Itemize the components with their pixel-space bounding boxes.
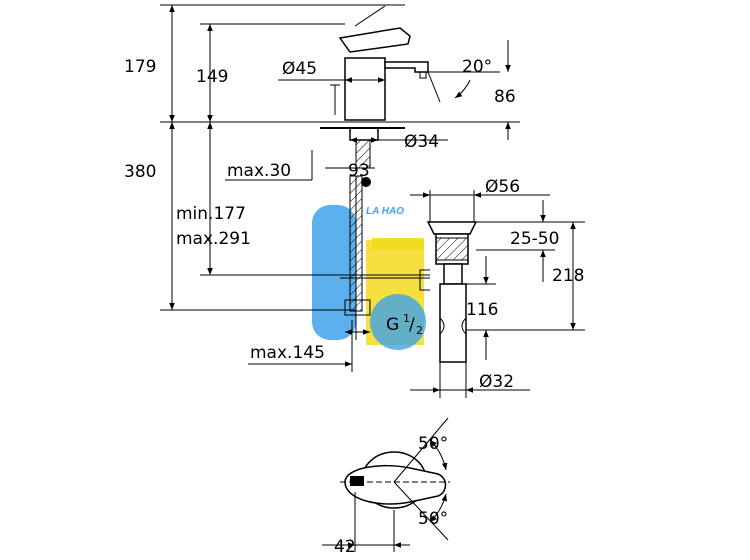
dim-d56: Ø56	[410, 177, 550, 222]
dim-angle-50-top: 50°	[418, 434, 448, 471]
dim-max30: max.30	[225, 150, 313, 181]
supply-hose	[344, 175, 371, 340]
dim-25-50-label: 25-50	[510, 229, 559, 249]
dim-380: 380	[124, 122, 355, 311]
dim-min177-label: min.177	[176, 204, 246, 224]
watermark-text: LA HAO	[366, 206, 404, 217]
lever-plan-view	[340, 417, 450, 541]
dim-angle-20-label: 20°	[462, 57, 492, 77]
dim-179-label: 179	[124, 57, 156, 77]
dim-d32: Ø32	[410, 362, 530, 398]
dim-angle-20: 20°	[427, 57, 500, 103]
dim-218: 218	[466, 222, 585, 331]
dim-g-thread: G 1 / 2	[345, 312, 423, 337]
dim-d45: Ø45	[278, 59, 385, 83]
dim-380-label: 380	[124, 162, 156, 182]
dim-d34-label: Ø34	[404, 132, 439, 152]
dim-218-label: 218	[552, 266, 584, 286]
dim-25-50: 25-50	[476, 200, 585, 282]
dim-g-base-label: G	[386, 315, 399, 335]
dim-116: 116	[462, 256, 498, 360]
dim-max145: max.145	[248, 320, 353, 372]
faucet-elevation	[330, 5, 429, 169]
dim-179: 179	[124, 4, 405, 122]
dim-g-slash: /	[409, 315, 415, 335]
dim-g-den-label: 2	[416, 324, 423, 337]
dim-max291-label: max.291	[176, 229, 251, 249]
dim-149-label: 149	[196, 67, 228, 87]
dim-d56-label: Ø56	[485, 177, 520, 197]
dim-d34: Ø34	[350, 132, 448, 152]
dim-g-num-label: 1	[403, 312, 410, 325]
dim-angle-50-top-label: 50°	[418, 434, 448, 454]
dim-149: 149	[196, 23, 345, 122]
drain-assembly	[340, 221, 478, 363]
dim-86: 86	[494, 40, 516, 140]
dim-116-label: 116	[466, 300, 498, 320]
dim-86-label: 86	[494, 87, 516, 107]
watermark-logo: LA HAO	[312, 205, 426, 350]
dim-angle-50-bottom: 50°	[418, 493, 448, 529]
dim-42-label: 42	[334, 537, 356, 557]
dim-42: 42	[322, 492, 410, 557]
dim-min-max: min.177 max.291	[176, 122, 430, 276]
dim-d32-label: Ø32	[479, 372, 514, 392]
dim-93: 93	[325, 161, 370, 181]
dim-max30-label: max.30	[227, 161, 291, 181]
dim-d45-label: Ø45	[282, 59, 317, 79]
dim-max145-label: max.145	[250, 343, 325, 363]
dim-angle-50-bottom-label: 50°	[418, 509, 448, 529]
